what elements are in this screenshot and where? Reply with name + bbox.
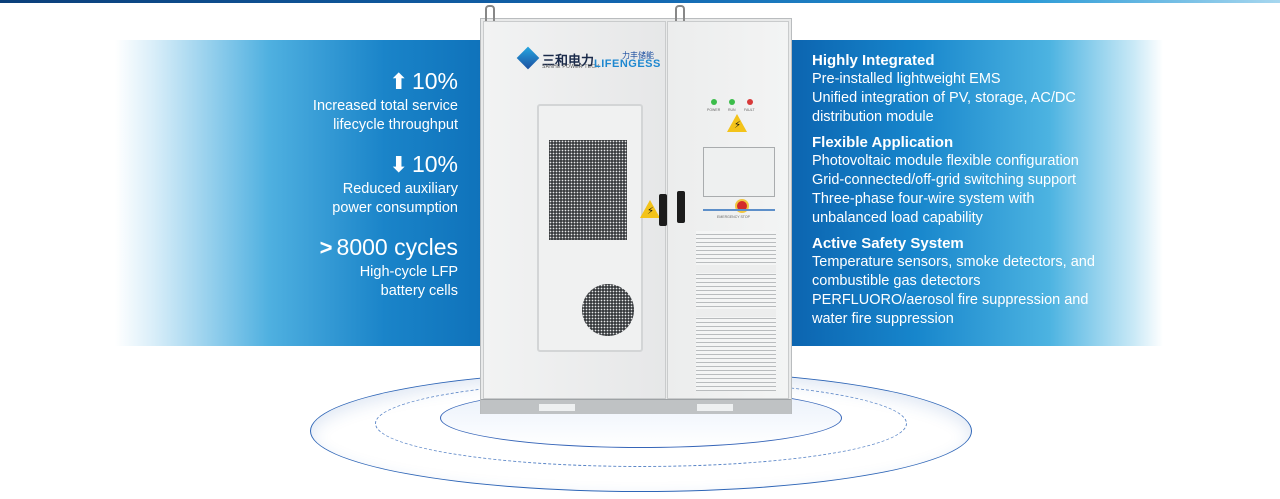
feature-title: Active Safety System bbox=[812, 235, 964, 252]
feature-line: combustible gas detectors bbox=[812, 273, 981, 289]
lifting-hook-icon bbox=[485, 5, 495, 21]
right-gradient-band bbox=[783, 40, 1163, 346]
feature-line: Unified integration of PV, storage, AC/D… bbox=[812, 90, 1076, 106]
power-light-icon bbox=[711, 99, 717, 105]
top-accent-strip bbox=[0, 0, 1280, 3]
stat-throughput: ⬆10% Increased total service lifecycle t… bbox=[313, 66, 458, 135]
forklift-slot bbox=[539, 404, 575, 411]
feature-line: water fire suppression bbox=[812, 311, 954, 327]
stat-description: battery cells bbox=[380, 283, 458, 299]
features-panel: Highly Integrated Pre-installed lightwei… bbox=[812, 51, 1152, 335]
feature-title: Flexible Application bbox=[812, 134, 954, 151]
fault-light-icon bbox=[747, 99, 753, 105]
cabinet-base bbox=[481, 399, 791, 414]
greater-than-icon: > bbox=[319, 235, 333, 260]
stat-description: lifecycle throughput bbox=[333, 117, 458, 133]
feature-line: Temperature sensors, smoke detectors, an… bbox=[812, 254, 1095, 270]
stat-description: High-cycle LFP bbox=[359, 264, 458, 280]
feature-line: Three-phase four-wire system with bbox=[812, 191, 1035, 207]
lifting-hook-icon bbox=[675, 5, 685, 21]
brand2-chinese: 力丰储能 bbox=[622, 51, 654, 60]
feature-line: Photovoltaic module flexible configurati… bbox=[812, 153, 1079, 169]
brand1-english: SANHE POWER TECH bbox=[542, 64, 600, 70]
stats-panel: ⬆10% Increased total service lifecycle t… bbox=[313, 66, 458, 315]
stat-value: 10% bbox=[411, 151, 458, 177]
feature-line: Grid-connected/off-grid switching suppor… bbox=[812, 172, 1077, 188]
feature-line: distribution module bbox=[812, 109, 934, 125]
fan-grill-icon bbox=[582, 284, 634, 336]
stat-auxiliary-power: ⬇10% Reduced auxiliary power consumption bbox=[313, 149, 458, 218]
stat-cycles: >8000 cycles High-cycle LFP battery cell… bbox=[313, 232, 458, 301]
warning-electric-icon bbox=[727, 114, 747, 132]
light-label: POWER bbox=[707, 108, 721, 112]
brand2-english: LIFENGESS bbox=[594, 58, 661, 70]
feature-line: PERFLUORO/aerosol fire suppression and bbox=[812, 292, 1089, 308]
feature-title: Highly Integrated bbox=[812, 52, 935, 69]
stat-description: Reduced auxiliary bbox=[342, 181, 458, 197]
brand-logo-icon bbox=[516, 46, 540, 70]
feature-flexible-application: Flexible Application Photovoltaic module… bbox=[812, 133, 1152, 228]
energy-storage-cabinet: 三和电力 SANHE POWER TECH 力丰储能 LIFENGESS ⚡ P… bbox=[480, 5, 792, 414]
door-handle bbox=[659, 194, 667, 226]
brand1-chinese: 三和电力 bbox=[542, 53, 595, 68]
feature-highly-integrated: Highly Integrated Pre-installed lightwei… bbox=[812, 51, 1152, 127]
left-gradient-band bbox=[115, 40, 500, 346]
divider bbox=[703, 209, 775, 211]
stat-value: 8000 cycles bbox=[336, 234, 458, 260]
door-handle bbox=[677, 191, 685, 223]
stat-value: 10% bbox=[411, 68, 458, 94]
light-label: RUN bbox=[728, 108, 736, 112]
emergency-stop-label: EMERGENCY STOP bbox=[717, 215, 750, 219]
arrow-down-icon: ⬇ bbox=[389, 152, 408, 177]
feature-line: unbalanced load capability bbox=[812, 210, 983, 226]
light-label: FAULT bbox=[744, 108, 755, 112]
vent-grill bbox=[549, 140, 627, 240]
cabinet-left-door: 三和电力 SANHE POWER TECH 力丰储能 LIFENGESS ⚡ bbox=[483, 21, 667, 399]
control-panel-window bbox=[703, 147, 775, 197]
feature-line: Pre-installed lightweight EMS bbox=[812, 71, 1001, 87]
arrow-up-icon: ⬆ bbox=[389, 69, 408, 94]
forklift-slot bbox=[697, 404, 733, 411]
stat-description: power consumption bbox=[332, 200, 458, 216]
stat-description: Increased total service bbox=[312, 98, 458, 114]
warning-electric-icon bbox=[640, 200, 660, 218]
run-light-icon bbox=[729, 99, 735, 105]
feature-active-safety: Active Safety System Temperature sensors… bbox=[812, 234, 1152, 329]
